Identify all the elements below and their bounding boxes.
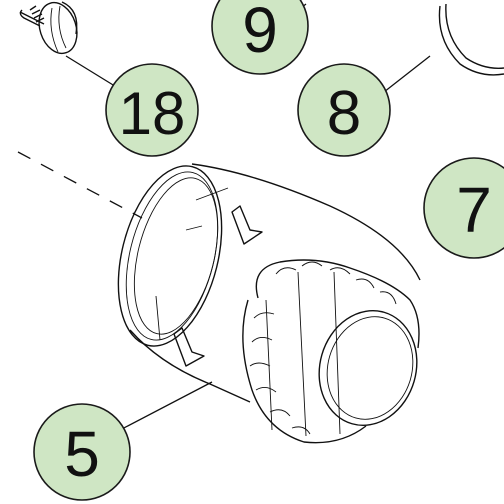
o-ring-part <box>438 3 504 76</box>
callout-7: 7 <box>423 157 504 259</box>
callout-9: 9 <box>211 0 309 75</box>
filter-cartridge-part <box>117 163 421 444</box>
callout-8-label: 8 <box>327 79 361 148</box>
callout-7-label: 7 <box>456 174 492 246</box>
leader-5 <box>119 381 213 431</box>
screw-part <box>19 1 78 55</box>
leader-8 <box>383 55 431 93</box>
assembly-axis-line <box>17 151 143 219</box>
callout-18: 18 <box>105 63 199 157</box>
callout-8: 8 <box>297 63 391 157</box>
callout-5: 5 <box>33 403 131 501</box>
leader-18 <box>65 55 119 89</box>
callout-5-label: 5 <box>64 418 100 490</box>
callout-9-label: 9 <box>242 0 278 66</box>
callout-18-label: 18 <box>119 80 186 147</box>
leader-lines <box>65 3 431 431</box>
